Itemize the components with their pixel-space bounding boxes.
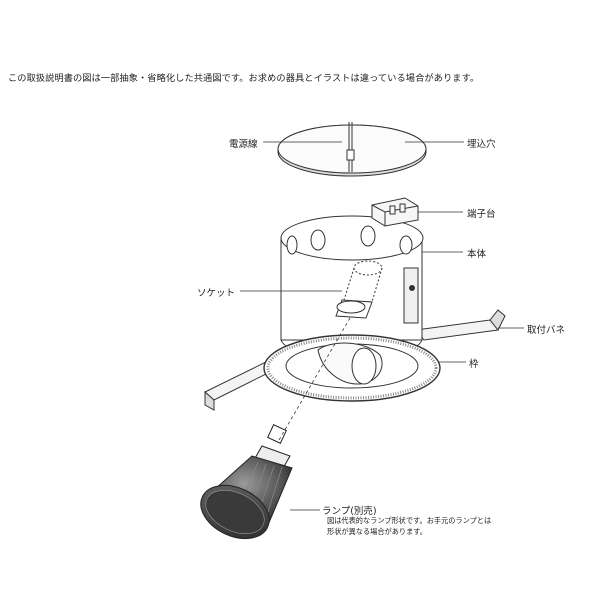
terminal-block xyxy=(371,197,419,227)
header-note: この取扱説明書の図は一部抽象・省略化した共通図です。お求めの器具とイラストは違っ… xyxy=(8,73,480,84)
label-lamp: ランプ(別売) xyxy=(322,506,377,517)
label-socket: ソケット xyxy=(197,288,236,299)
frame-trim-ring xyxy=(263,334,441,402)
label-ceiling-hole: 埋込穴 xyxy=(467,139,496,150)
mounting-spring-right xyxy=(415,309,506,341)
label-terminal-block: 端子台 xyxy=(467,209,496,220)
lamp-note-line-2: 形状が異なる場合があります。 xyxy=(327,527,427,536)
leader-lines xyxy=(240,141,524,511)
socket xyxy=(335,260,383,319)
label-frame: 枠 xyxy=(469,359,479,370)
power-cord xyxy=(346,122,355,172)
label-body: 本体 xyxy=(467,249,487,260)
lamp-note-line-1: 図は代表的なランプ形状です。お手元のランプとは xyxy=(327,516,492,525)
label-mounting-spring: 取付バネ xyxy=(527,325,566,336)
label-power-cord: 電源線 xyxy=(229,139,258,150)
lamp xyxy=(200,424,293,540)
body-housing xyxy=(280,215,424,360)
